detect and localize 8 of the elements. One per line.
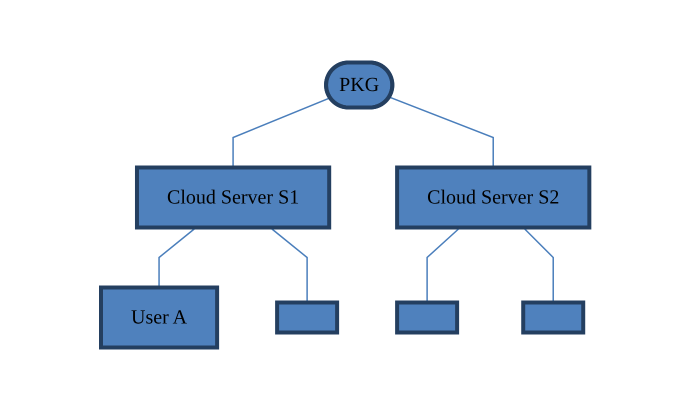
connector (232, 97, 331, 168)
node-box (275, 300, 340, 334)
node-box (522, 300, 586, 334)
node-box: Cloud Server S1 (135, 166, 332, 230)
node-box: Cloud Server S2 (395, 166, 592, 230)
node-box: User A (99, 286, 220, 350)
connector (390, 96, 494, 168)
node-box (395, 300, 460, 334)
